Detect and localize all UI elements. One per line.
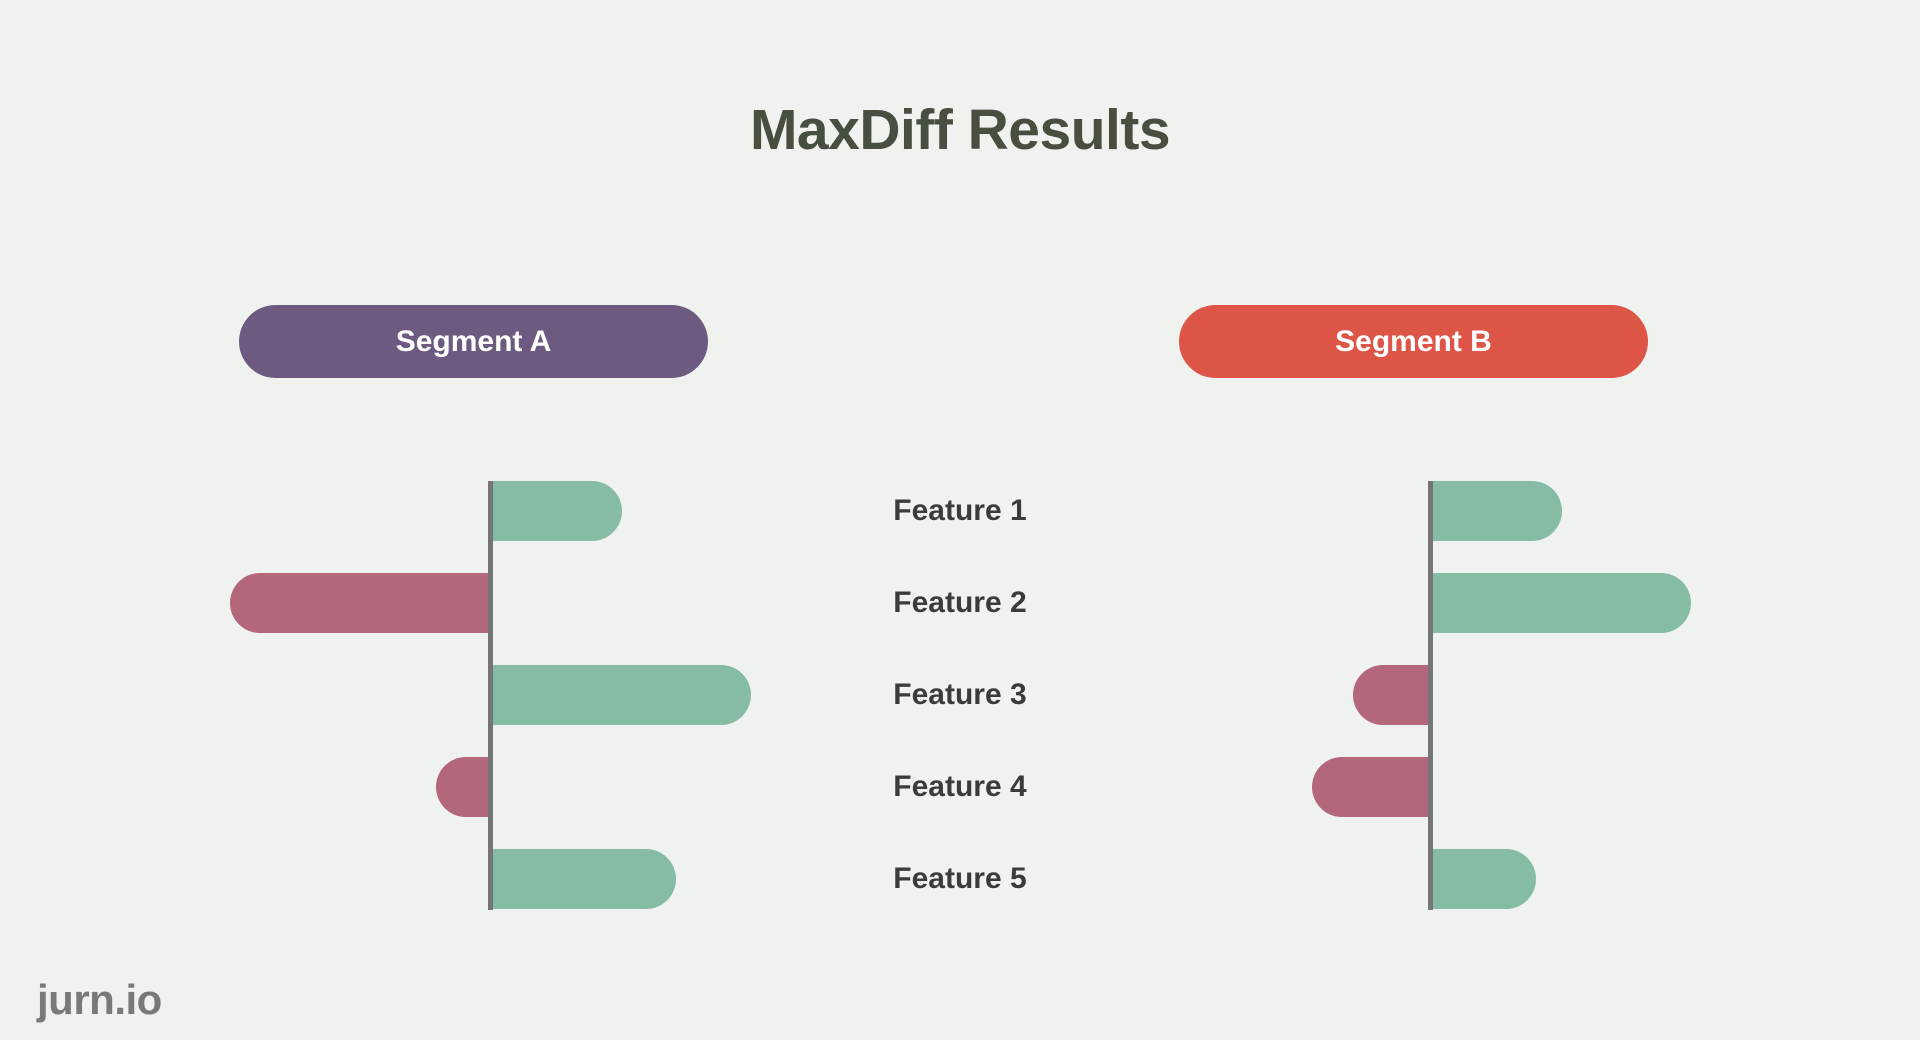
feature-label-feature-4: Feature 4 <box>893 770 1027 803</box>
bar-segment-a-feature-5 <box>493 849 677 909</box>
bar-segment-b-feature-5 <box>1433 849 1537 909</box>
bar-segment-b-feature-4 <box>1311 757 1428 817</box>
segment-a-axis <box>488 481 493 910</box>
feature-label-feature-5: Feature 5 <box>893 862 1027 895</box>
bar-segment-b-feature-2 <box>1433 573 1691 633</box>
feature-label-feature-1: Feature 1 <box>893 494 1027 527</box>
segment-b-axis <box>1428 481 1433 910</box>
bar-segment-a-feature-1 <box>493 481 622 541</box>
segment-a-pill: Segment A <box>239 305 708 378</box>
feature-label-feature-3: Feature 3 <box>893 678 1027 711</box>
bar-segment-a-feature-4 <box>436 757 488 817</box>
page-title: MaxDiff Results <box>749 98 1171 162</box>
segment-b-pill: Segment B <box>1179 305 1648 378</box>
segment-b-label: Segment B <box>1335 324 1492 358</box>
segment-a-label: Segment A <box>395 324 552 358</box>
jurn-logo: jurn.io <box>37 976 162 1023</box>
bar-segment-b-feature-3 <box>1353 665 1428 725</box>
bar-segment-a-feature-3 <box>493 665 751 725</box>
bar-segment-a-feature-2 <box>230 573 488 633</box>
feature-label-feature-2: Feature 2 <box>893 586 1027 619</box>
bar-segment-b-feature-1 <box>1433 481 1562 541</box>
